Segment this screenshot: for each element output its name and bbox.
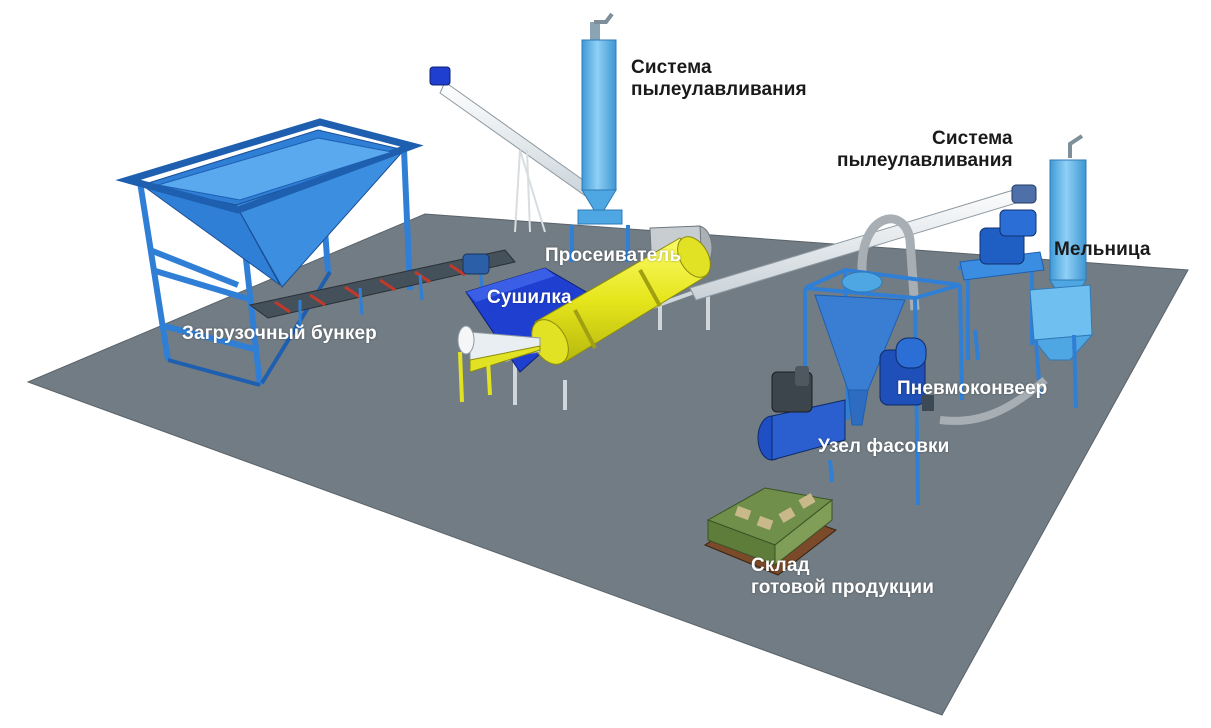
label-warehouse: Склад готовой продукции (751, 555, 934, 599)
label-sifter-text: Просеиватель (545, 245, 682, 266)
label-mill: Мельница (1054, 239, 1151, 261)
dryer (457, 236, 711, 410)
label-dust-top-line2: пылеулавливания (631, 79, 807, 100)
label-sifter: Просеиватель (545, 245, 681, 267)
finished-goods-pallet (703, 487, 838, 576)
label-dryer: Сушилка (487, 287, 572, 309)
label-pneumo-text: Пневмоконвеер (897, 378, 1048, 399)
dust-cyclone-right (1049, 134, 1087, 301)
label-dust-top-line1: Система (631, 57, 712, 78)
mill-unit (957, 209, 1094, 409)
screw-conveyor-top (429, 66, 601, 233)
label-warehouse-line1: Склад (751, 555, 810, 576)
label-packing-unit: Узел фасовки (818, 436, 949, 458)
label-hopper-text: Загрузочный бункер (182, 323, 377, 344)
label-dust-right-line1: Система (932, 128, 1013, 149)
packing-unit (757, 267, 964, 506)
label-dust-collection-right: Система пылеулавливания (837, 128, 1013, 172)
label-packing-text: Узел фасовки (818, 436, 950, 457)
label-pneumo-conveyor: Пневмоконвеер (897, 378, 1047, 400)
label-dust-right-line2: пылеулавливания (837, 150, 1013, 171)
label-warehouse-line2: готовой продукции (751, 577, 934, 598)
label-loading-hopper: Загрузочный бункер (182, 323, 377, 345)
belt-conveyor (248, 249, 516, 330)
label-dust-collection-top: Система пылеулавливания (631, 57, 807, 101)
label-mill-text: Мельница (1054, 239, 1151, 260)
dust-cyclone-top (570, 12, 630, 262)
label-dryer-text: Сушилка (487, 287, 572, 308)
flex-hose (857, 214, 1048, 425)
